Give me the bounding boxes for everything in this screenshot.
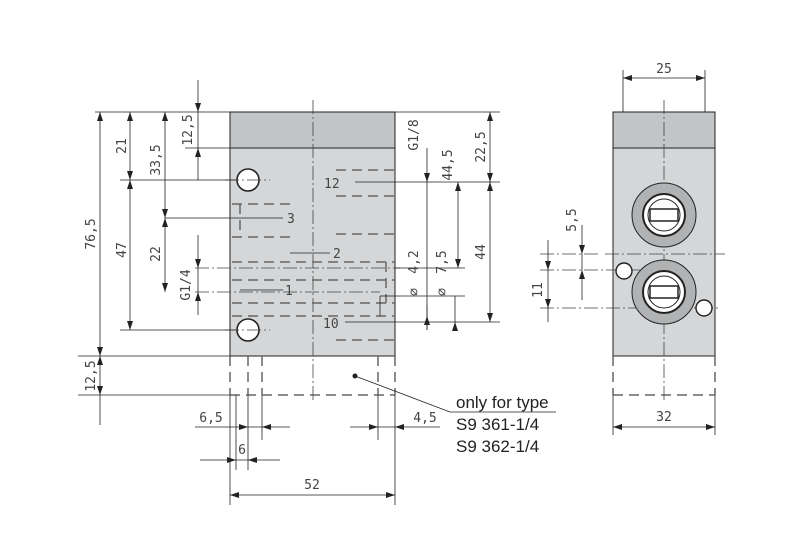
dim-6: 6: [238, 443, 246, 458]
dim-11: 11: [531, 282, 546, 298]
dim-44: 44: [474, 244, 489, 260]
dim-33-5: 33,5: [149, 144, 164, 175]
dim-44-5: 44,5: [441, 149, 456, 180]
port-12-label: 12: [324, 177, 340, 192]
diameter-symbol-2: ⌀: [435, 288, 450, 296]
dim-32: 32: [656, 410, 672, 425]
dim-25: 25: [656, 62, 672, 77]
pilot-hole-left: [615, 262, 633, 280]
note-line-2: S9 361-1/4: [456, 415, 539, 434]
dim-5-5: 5,5: [565, 208, 580, 231]
dim-g1-4: G1/4: [179, 269, 194, 300]
note-line-1: only for type: [456, 393, 549, 412]
diameter-symbol-1: ⌀: [407, 288, 422, 296]
note-line-3: S9 362-1/4: [456, 437, 539, 456]
dim-6-5: 6,5: [199, 411, 222, 426]
front-view: 12 3 2 1 10 12,5 21 33,5 76,5: [78, 80, 556, 505]
dim-7-5: 7,5: [435, 250, 450, 273]
dim-g1-8: G1/8: [407, 119, 422, 150]
port-10-label: 10: [323, 317, 339, 332]
dim-52: 52: [304, 478, 320, 493]
dim-21: 21: [115, 138, 130, 154]
side-lower-port: [631, 259, 697, 325]
dim-76-5: 76,5: [84, 218, 99, 249]
port-1-label: 1: [285, 284, 293, 299]
dim-4-2: 4,2: [407, 250, 422, 273]
dim-4-5: 4,5: [413, 411, 436, 426]
side-upper-port: [631, 182, 697, 248]
dim-12-5-bottom: 12,5: [84, 360, 99, 391]
port-3-label: 3: [287, 212, 295, 227]
front-top-cap: [229, 111, 396, 149]
dim-22: 22: [149, 246, 164, 262]
port-2-label: 2: [333, 247, 341, 262]
dim-12-5-top: 12,5: [181, 114, 196, 145]
dim-47: 47: [115, 242, 130, 258]
dim-22-5: 22,5: [474, 131, 489, 162]
pilot-hole-right: [695, 299, 713, 317]
side-view: 25 5,5 11 32: [531, 62, 725, 435]
